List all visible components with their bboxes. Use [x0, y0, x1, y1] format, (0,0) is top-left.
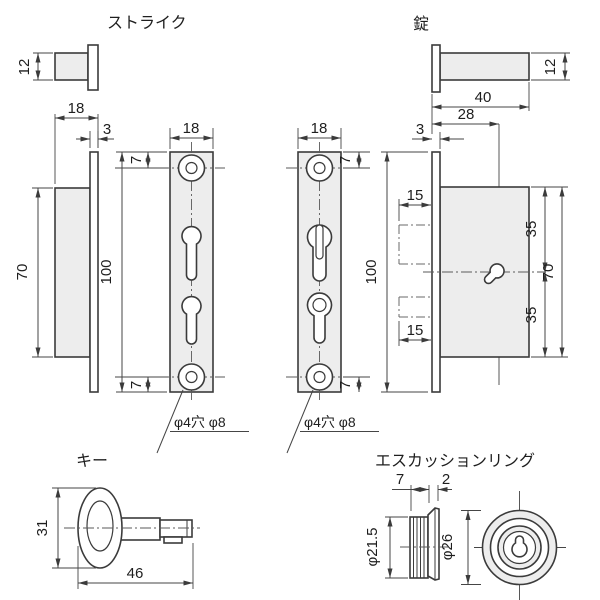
- lock-top-view: 12 40 28 3: [412, 44, 570, 385]
- escutcheon-title: エスカッションリング: [375, 452, 535, 470]
- escutcheon-dim-body-diameter: φ21.5: [364, 528, 381, 567]
- strike-dim-body-height: 70: [14, 264, 31, 281]
- lock-dim-plate-height: 100: [363, 259, 380, 284]
- strike-dim-hole-bottom: 7: [128, 381, 145, 389]
- strike-dim-depth: 12: [16, 59, 33, 76]
- key-dim-bow-height: 31: [34, 520, 51, 537]
- escutcheon-dim-body-depth: 7: [396, 471, 404, 488]
- lock-dim-backset: 28: [458, 106, 475, 123]
- key-view: 31 46: [34, 487, 200, 589]
- lock-side-view: 100 15 15 35 35 70: [363, 151, 568, 393]
- strike-title: ストライク: [107, 14, 187, 32]
- lock-dim-latch-bottom: 15: [407, 322, 424, 339]
- strike-section: ストライク 12 18 3 70: [14, 14, 249, 454]
- lock-face-view: 18 7 7 φ4穴 φ8: [286, 120, 379, 454]
- escutcheon-front-view: φ26: [439, 491, 566, 600]
- lock-title: 錠: [413, 15, 429, 33]
- lock-dim-hole-top: 7: [337, 156, 354, 164]
- strike-top-view: 12: [16, 44, 99, 91]
- strike-dim-thickness: 3: [103, 121, 111, 138]
- strike-dim-plate-height: 100: [98, 259, 115, 284]
- lock-dim-hole-bottom: 7: [337, 381, 354, 389]
- lock-hole-note: φ4穴 φ8: [304, 414, 356, 430]
- lock-dim-half-bottom: 35: [523, 307, 540, 324]
- lock-dim-body-length: 40: [475, 89, 492, 106]
- strike-dim-side-width: 18: [68, 100, 85, 117]
- key-dim-total-length: 46: [127, 565, 144, 582]
- strike-face-view: 18 7 7 φ4穴 φ8: [115, 120, 249, 454]
- key-section: キー 31 46: [34, 453, 200, 589]
- strike-hole-note: φ4穴 φ8: [174, 414, 226, 430]
- escutcheon-dim-flange-thickness: 2: [442, 471, 450, 488]
- escutcheon-side-view: φ21.5 7 2: [364, 471, 452, 581]
- strike-dim-plate-width: 18: [183, 120, 200, 137]
- escutcheon-dim-flange-diameter: φ26: [439, 534, 456, 560]
- strike-side-view: 18 3 70 100: [14, 100, 167, 393]
- lock-body-keyhole: [483, 263, 505, 285]
- lock-dim-latch-top: 15: [407, 187, 424, 204]
- escutcheon-keyhole: [511, 535, 528, 558]
- escutcheon-section: エスカッションリング φ21.5 7 2: [364, 452, 566, 600]
- lock-dim-depth: 12: [542, 59, 559, 76]
- lock-dim-body-height: 70: [540, 264, 557, 281]
- strike-dim-hole-top: 7: [128, 156, 145, 164]
- lock-dim-half-top: 35: [523, 221, 540, 238]
- lock-dim-thickness: 3: [416, 121, 424, 138]
- key-title: キー: [76, 453, 108, 470]
- lock-dim-plate-width: 18: [311, 120, 328, 137]
- lock-section: 錠 12 40 28 3 100: [286, 15, 570, 454]
